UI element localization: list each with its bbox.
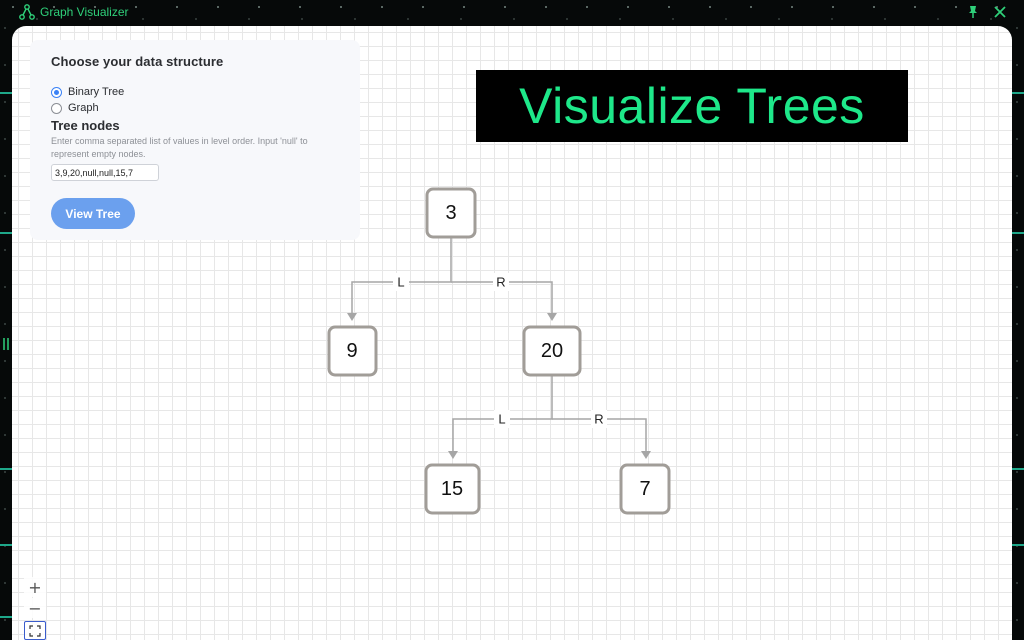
- close-icon[interactable]: [992, 4, 1008, 20]
- tree-nodes-help: Enter comma separated list of values in …: [51, 136, 308, 159]
- pin-icon[interactable]: [966, 5, 980, 19]
- radio-graph[interactable]: Graph: [51, 102, 99, 114]
- banner-text: Visualize Trees: [519, 78, 865, 134]
- radio-label: Binary Tree: [68, 86, 125, 98]
- edge-accent-line: [0, 92, 12, 94]
- fit-view-icon: [29, 624, 41, 637]
- edge-label-bg: [393, 273, 409, 291]
- zoom-in-button[interactable]: +: [24, 577, 46, 597]
- edge-label: L: [498, 412, 505, 427]
- edge-accent-line: [0, 544, 12, 546]
- tree-node[interactable]: 7: [619, 463, 671, 515]
- tree-nodes-input[interactable]: [51, 164, 159, 181]
- tree-nodes-heading: Tree nodes: [51, 118, 120, 133]
- edge-label: L: [397, 275, 404, 290]
- tree-edge-right: [451, 281, 553, 314]
- zoom-out-button[interactable]: −: [24, 598, 46, 618]
- tree-node[interactable]: 20: [522, 325, 582, 377]
- app-title: Graph Visualizer: [40, 5, 129, 19]
- node-label: 20: [541, 340, 563, 362]
- arrowhead-icon: [347, 313, 357, 321]
- edge-accent-line: [1012, 232, 1024, 234]
- tree-node[interactable]: 3: [425, 187, 477, 239]
- edge-label-bg: [493, 273, 509, 291]
- tree-canvas[interactable]: Choose your data structure Binary Tree G…: [12, 26, 1012, 640]
- node-label: 9: [346, 340, 357, 362]
- graph-nodes-icon: [19, 4, 35, 20]
- radio-label: Graph: [68, 102, 99, 114]
- title-bar: Graph Visualizer: [0, 0, 1024, 26]
- node-label: 3: [445, 202, 456, 224]
- edge-label: R: [496, 275, 505, 290]
- radio-button[interactable]: [51, 102, 62, 114]
- tree-node[interactable]: 9: [327, 325, 378, 377]
- tree-node[interactable]: 15: [424, 463, 481, 515]
- tree-edge-right: [552, 418, 647, 452]
- arrowhead-icon: [448, 451, 458, 459]
- banner: Visualize Trees: [476, 70, 908, 142]
- fit-view-button[interactable]: [24, 621, 46, 640]
- tree-diagram: L R L R 3 9 20 15 7: [327, 187, 671, 515]
- node-label: 7: [639, 478, 650, 500]
- edge-accent-line: [1012, 544, 1024, 546]
- edge-accent-line: [0, 616, 12, 618]
- view-tree-button[interactable]: View Tree: [51, 198, 135, 229]
- edge-label-bg: [591, 410, 607, 428]
- edge-accent-line: [0, 232, 12, 234]
- radio-binary-tree[interactable]: Binary Tree: [51, 86, 124, 98]
- edge-accent-line: [1012, 468, 1024, 470]
- edge-label-bg: [494, 410, 510, 428]
- resize-handle-icon[interactable]: [1, 337, 11, 351]
- arrowhead-icon: [641, 451, 651, 459]
- control-panel: Choose your data structure Binary Tree G…: [30, 40, 360, 240]
- edge-accent-line: [0, 468, 12, 470]
- radio-button-checked[interactable]: [51, 86, 62, 98]
- edge-accent-line: [1012, 92, 1024, 94]
- arrowhead-icon: [547, 313, 557, 321]
- node-label: 15: [441, 478, 463, 500]
- edge-label: R: [594, 412, 603, 427]
- structure-heading: Choose your data structure: [51, 54, 224, 69]
